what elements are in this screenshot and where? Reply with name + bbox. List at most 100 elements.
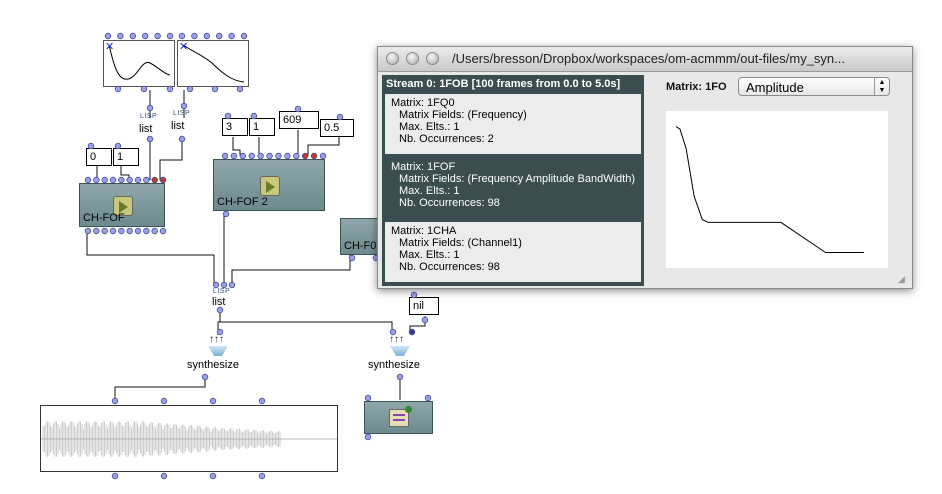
inlet-dot[interactable] [222, 210, 230, 218]
inlet-dot[interactable] [178, 135, 186, 143]
inlet-dot[interactable] [258, 397, 266, 405]
inlet-dot[interactable] [209, 472, 217, 480]
inlet-dot[interactable] [220, 281, 228, 289]
inlet-dot[interactable] [84, 176, 92, 184]
inlet-dot[interactable] [221, 152, 229, 160]
close-window-button[interactable] [386, 52, 399, 65]
inlet-dot[interactable] [143, 227, 150, 235]
number-box-4[interactable]: 609 [279, 111, 319, 129]
inlet-dot[interactable] [191, 32, 198, 40]
inlet-dot[interactable] [111, 397, 119, 405]
chfof-box-2[interactable]: CH-FOF 2 [213, 159, 325, 211]
inlet-dot[interactable] [224, 112, 232, 120]
inlet-dot[interactable] [293, 152, 300, 160]
inlet-dot[interactable] [93, 227, 100, 235]
inlet-dot[interactable] [408, 328, 416, 336]
inlet-dot[interactable] [216, 328, 224, 336]
inlet-dot[interactable] [319, 152, 327, 160]
inlet-dot[interactable] [87, 142, 95, 150]
inlet-dot[interactable] [424, 394, 432, 402]
sdif-file-box[interactable] [364, 401, 433, 434]
inlet-dot[interactable] [180, 102, 188, 110]
inlet-dot[interactable] [151, 227, 158, 235]
inlet-dot[interactable] [109, 227, 117, 235]
inlet-dot[interactable] [114, 142, 122, 150]
bpf-editor-1[interactable]: ✕ [103, 40, 175, 87]
inlet-dot[interactable] [240, 32, 248, 40]
inlet-dot[interactable] [134, 227, 142, 235]
inlet-dot[interactable] [250, 112, 258, 120]
inlet-dot[interactable] [140, 85, 148, 93]
synthesize-object-1[interactable]: synthesize [187, 359, 239, 371]
inlet-dot[interactable] [178, 32, 186, 40]
inlet-dot[interactable] [151, 176, 158, 184]
inlet-dot[interactable] [239, 152, 247, 160]
inlet-dot[interactable] [301, 152, 309, 160]
inlet-dot[interactable] [126, 176, 133, 184]
synthesize-object-2[interactable]: synthesize [368, 359, 420, 371]
inlet-dot[interactable] [248, 152, 255, 160]
sound-editor-box[interactable] [40, 405, 338, 472]
resize-grip-icon[interactable]: ◢ [898, 274, 905, 284]
inlet-dot[interactable] [211, 85, 219, 93]
inlet-dot[interactable] [111, 472, 119, 480]
stream-info-pane[interactable]: Stream 0: 1FOB [100 frames from 0.0 to 5… [382, 75, 644, 286]
matrix-entry-1fof[interactable]: Matrix: 1FOF Matrix Fields: (Frequency A… [385, 158, 641, 218]
inlet-dot[interactable] [364, 433, 372, 441]
inlet-dot[interactable] [275, 152, 282, 160]
inlet-dot[interactable] [93, 176, 100, 184]
number-box-2[interactable]: 3 [222, 118, 248, 136]
inlet-dot[interactable] [258, 472, 266, 480]
list-object-2[interactable]: list [171, 120, 185, 132]
inlet-dot[interactable] [159, 227, 167, 235]
inlet-dot[interactable] [166, 32, 174, 40]
zoom-window-button[interactable] [426, 52, 439, 65]
inlet-dot[interactable] [410, 291, 418, 299]
nil-box[interactable]: nil [409, 297, 439, 315]
inlet-dot[interactable] [336, 113, 344, 121]
inlet-dot[interactable] [201, 373, 209, 381]
chfof-box-1[interactable]: CH-FOF [79, 183, 165, 227]
inlet-dot[interactable] [236, 85, 244, 93]
inlet-dot[interactable] [146, 135, 154, 143]
inlet-dot[interactable] [310, 152, 318, 160]
inlet-dot[interactable] [294, 105, 302, 113]
inlet-dot[interactable] [215, 32, 223, 40]
number-box-3[interactable]: 1 [249, 118, 275, 136]
inlet-dot[interactable] [166, 85, 174, 93]
minimize-window-button[interactable] [406, 52, 419, 65]
inlet-dot[interactable] [104, 32, 112, 40]
inlet-dot[interactable] [118, 227, 125, 235]
matrix-entry-1fq0[interactable]: Matrix: 1FQ0 Matrix Fields: (Frequency) … [385, 94, 641, 154]
inlet-dot[interactable] [117, 32, 124, 40]
inlet-dot[interactable] [421, 316, 429, 324]
list-object-1[interactable]: list [139, 123, 153, 135]
list-object-3[interactable]: list [212, 296, 226, 308]
inlet-dot[interactable] [141, 32, 149, 40]
matrix-entry-1cha[interactable]: Matrix: 1CHA Matrix Fields: (Channel1) M… [385, 222, 641, 282]
inlet-dot[interactable] [230, 152, 238, 160]
inlet-dot[interactable] [257, 152, 264, 160]
inlet-dot[interactable] [160, 397, 168, 405]
inlet-dot[interactable] [266, 152, 273, 160]
field-select[interactable]: Amplitude ▲▼ [738, 77, 890, 96]
inlet-dot[interactable] [159, 176, 167, 184]
inlet-dot[interactable] [109, 176, 117, 184]
inlet-dot[interactable] [146, 104, 154, 112]
inlet-dot[interactable] [396, 373, 404, 381]
number-box-0[interactable]: 0 [86, 148, 112, 166]
number-box-5[interactable]: 0.5 [320, 119, 354, 137]
inlet-dot[interactable] [212, 281, 220, 289]
inlet-dot[interactable] [129, 32, 136, 40]
number-box-1[interactable]: 1 [113, 148, 139, 166]
inlet-dot[interactable] [118, 176, 125, 184]
inlet-dot[interactable] [284, 152, 291, 160]
sdif-info-window[interactable]: /Users/bresson/Dropbox/workspaces/om-acm… [377, 46, 913, 289]
inlet-dot[interactable] [154, 32, 161, 40]
inlet-dot[interactable] [348, 254, 356, 262]
inlet-dot[interactable] [364, 394, 372, 402]
window-titlebar[interactable]: /Users/bresson/Dropbox/workspaces/om-acm… [378, 47, 912, 72]
inlet-dot[interactable] [160, 472, 168, 480]
inlet-dot[interactable] [101, 176, 108, 184]
